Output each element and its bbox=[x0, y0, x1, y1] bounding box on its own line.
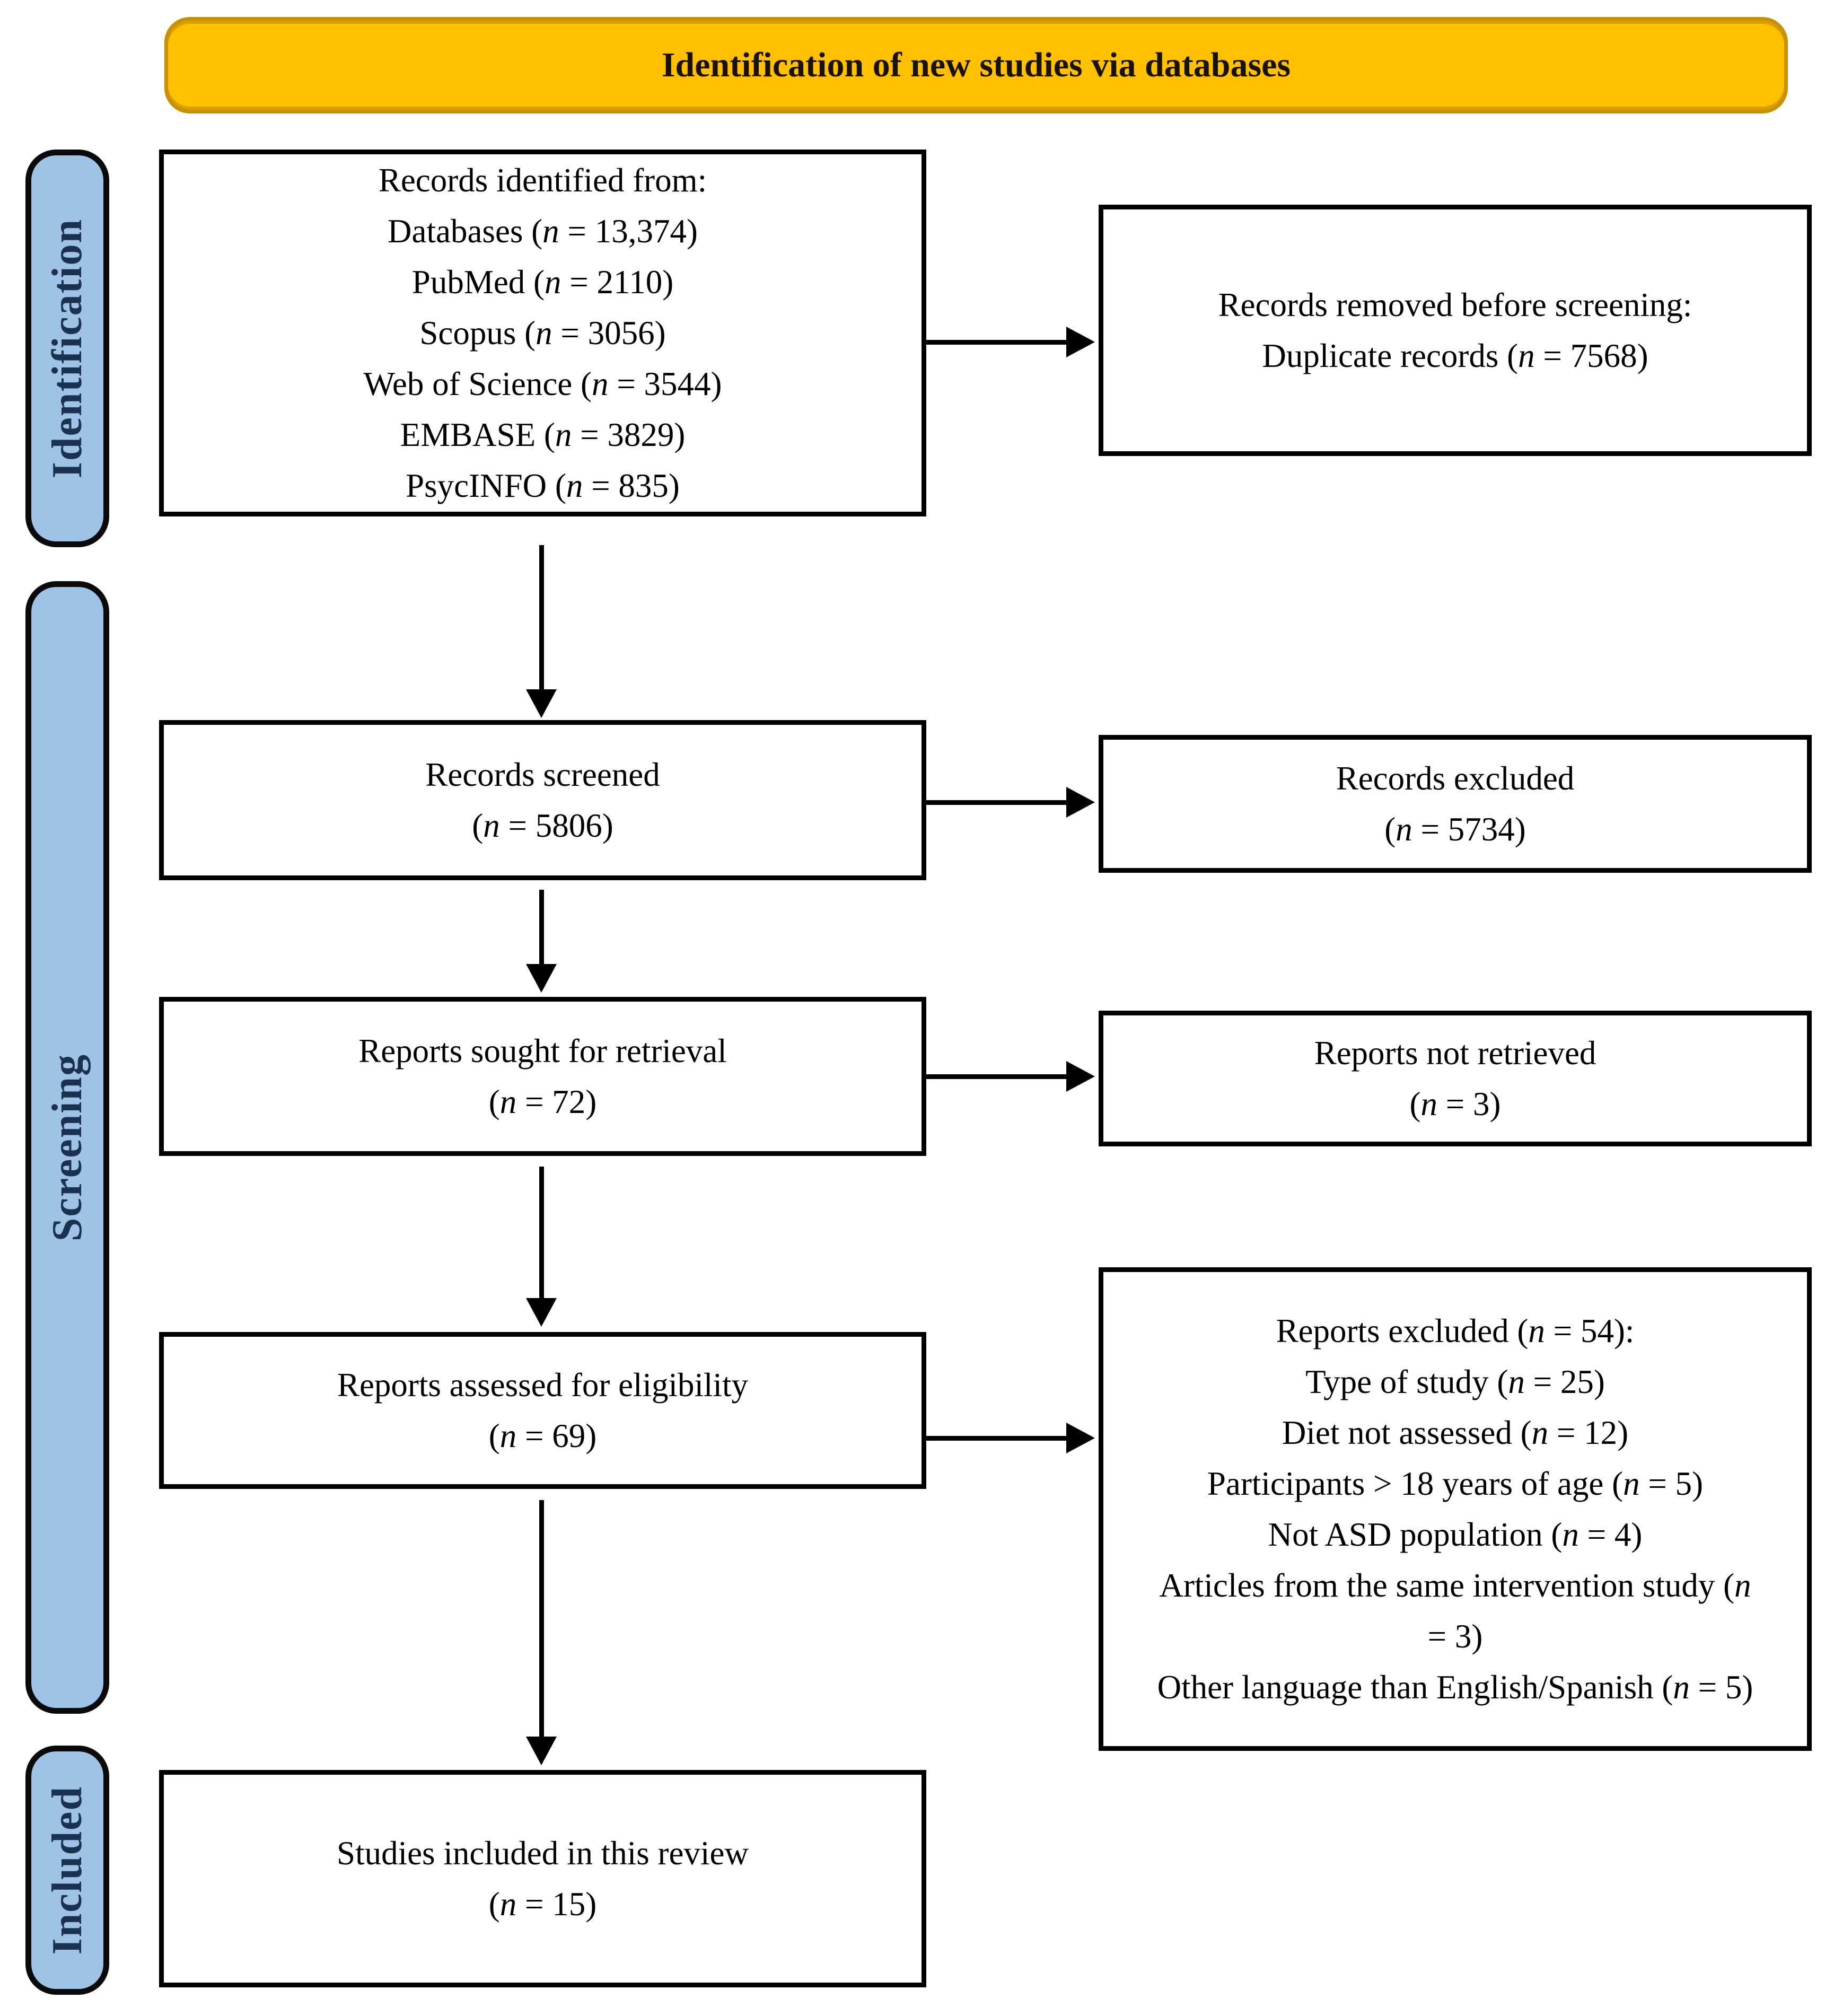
box-text-line: Reports not retrieved bbox=[1314, 1035, 1596, 1072]
box-reports-excluded-reasons: Reports excluded (n = 54): Type of study … bbox=[1099, 1267, 1812, 1751]
box-reports-not-retrieved: Reports not retrieved (n = 3) bbox=[1099, 1011, 1812, 1146]
box-text-line: Reports excluded (n = 54): bbox=[1276, 1312, 1635, 1349]
box-text-line: Diet not assessed (n = 12) bbox=[1282, 1414, 1629, 1451]
stage-label-screening: Screening bbox=[25, 581, 109, 1714]
stage-label-screening-text: Screening bbox=[43, 1053, 91, 1242]
banner-title: Identification of new studies via databa… bbox=[164, 17, 1788, 113]
box-records-removed-before-screening: Records removed before screening: Duplica… bbox=[1099, 205, 1812, 456]
arrow-shaft bbox=[926, 800, 1068, 805]
box-records-screened: Records screened (n = 5806) bbox=[159, 720, 926, 880]
box-text-line: Scopus (n = 3056) bbox=[419, 314, 666, 352]
box-text-line: Other language than English/Spanish (n =… bbox=[1157, 1669, 1753, 1706]
arrow-head-down-icon bbox=[526, 689, 557, 718]
arrow-shaft bbox=[539, 545, 544, 691]
arrow-head-right-icon bbox=[1066, 1423, 1095, 1453]
arrow-head-down-icon bbox=[526, 1298, 557, 1327]
arrow-shaft bbox=[926, 340, 1068, 345]
box-records-identified: Records identified from: Databases (n = 1… bbox=[159, 150, 926, 516]
stage-label-identification-text: Identification bbox=[43, 218, 91, 479]
stage-label-included: Included bbox=[25, 1746, 109, 1995]
arrow-shaft bbox=[926, 1436, 1068, 1441]
box-text-line: (n = 5734) bbox=[1384, 811, 1526, 848]
box-text-line: (n = 72) bbox=[488, 1083, 597, 1120]
box-text-line: Articles from the same intervention stud… bbox=[1159, 1567, 1751, 1655]
arrow-head-right-icon bbox=[1066, 327, 1095, 357]
arrow-head-right-icon bbox=[1066, 1061, 1095, 1092]
box-text-line: Records screened bbox=[425, 756, 660, 793]
box-text-line: Reports sought for retrieval bbox=[358, 1032, 727, 1070]
box-text-line: (n = 69) bbox=[488, 1417, 597, 1454]
arrow-shaft bbox=[539, 1167, 544, 1300]
box-text-line: Databases (n = 13,374) bbox=[388, 213, 698, 250]
box-text-line: (n = 5806) bbox=[472, 807, 613, 844]
stage-label-identification: Identification bbox=[25, 150, 109, 547]
box-reports-sought-for-retrieval: Reports sought for retrieval (n = 72) bbox=[159, 997, 926, 1156]
box-text-line: Records excluded bbox=[1336, 760, 1575, 797]
box-studies-included: Studies included in this review (n = 15) bbox=[159, 1770, 926, 1987]
box-text-line: PsycINFO (n = 835) bbox=[406, 467, 680, 504]
box-text-line: Records removed before screening: bbox=[1218, 286, 1692, 323]
box-text-line: Studies included in this review bbox=[337, 1835, 749, 1872]
box-text-line: Participants > 18 years of age (n = 5) bbox=[1207, 1465, 1704, 1502]
arrow-shaft bbox=[926, 1074, 1068, 1079]
box-text-line: EMBASE (n = 3829) bbox=[400, 416, 686, 453]
box-text-line: (n = 3) bbox=[1409, 1085, 1501, 1123]
box-records-excluded: Records excluded (n = 5734) bbox=[1099, 735, 1812, 873]
box-text-line: Records identified from: bbox=[378, 162, 707, 199]
box-text-line: Not ASD population (n = 4) bbox=[1268, 1516, 1643, 1553]
arrow-head-down-icon bbox=[526, 1737, 557, 1765]
box-text-line: PubMed (n = 2110) bbox=[411, 264, 674, 301]
box-reports-assessed-for-eligibility: Reports assessed for eligibility (n = 69) bbox=[159, 1332, 926, 1489]
box-text-line: Duplicate records (n = 7568) bbox=[1262, 337, 1648, 374]
arrow-head-down-icon bbox=[526, 964, 557, 993]
box-text-line: Type of study (n = 25) bbox=[1305, 1363, 1605, 1400]
box-text-line: Reports assessed for eligibility bbox=[337, 1366, 749, 1404]
arrow-shaft bbox=[539, 890, 544, 966]
box-text-line: Web of Science (n = 3544) bbox=[363, 365, 722, 402]
arrow-head-right-icon bbox=[1066, 787, 1095, 818]
box-text-line: (n = 15) bbox=[488, 1886, 597, 1923]
arrow-shaft bbox=[539, 1500, 544, 1739]
stage-label-included-text: Included bbox=[43, 1785, 91, 1955]
